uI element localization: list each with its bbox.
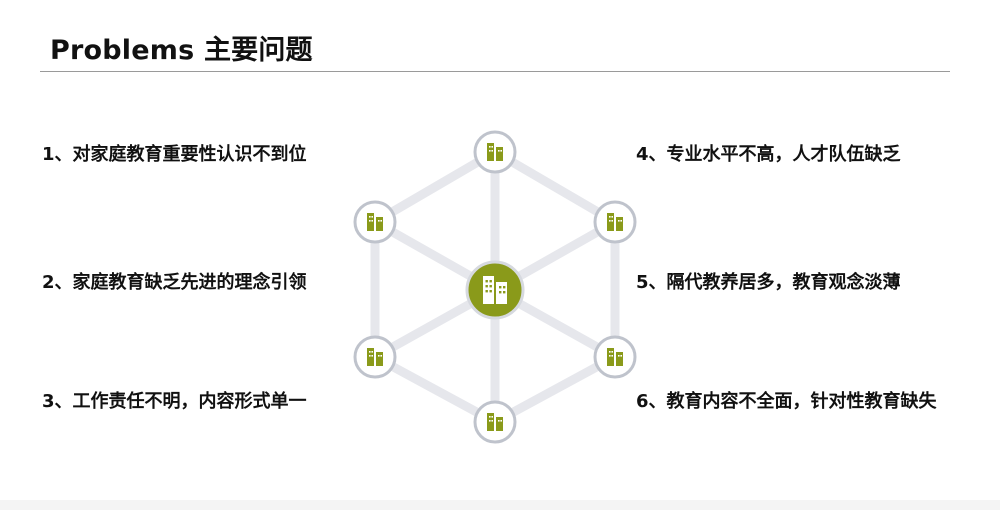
problem-label-3: 3、工作责任不明，内容形式单一 [42, 391, 307, 412]
node-upper-right [593, 200, 637, 244]
page-title: Problems 主要问题 [50, 35, 313, 66]
node-bottom [473, 400, 517, 444]
building-icon [487, 143, 503, 161]
node-lower-right [593, 335, 637, 379]
problem-label-5: 5、隔代教养居多，教育观念淡薄 [636, 272, 901, 293]
building-icon [607, 348, 623, 366]
problem-label-1: 1、对家庭教育重要性认识不到位 [42, 144, 307, 165]
problem-label-6: 6、教育内容不全面，针对性教育缺失 [636, 391, 937, 412]
node-lower-left [353, 335, 397, 379]
problem-label-2: 2、家庭教育缺乏先进的理念引领 [42, 272, 307, 293]
building-icon [367, 348, 383, 366]
hexagon-outline [370, 147, 620, 427]
building-icon [607, 213, 623, 231]
node-center [465, 260, 525, 320]
node-upper-left [353, 200, 397, 244]
footer-band [0, 500, 1000, 510]
problem-label-4: 4、专业水平不高，人才队伍缺乏 [636, 144, 901, 165]
building-icon [367, 213, 383, 231]
building-icon [483, 276, 507, 304]
building-icon [487, 413, 503, 431]
title-divider [40, 71, 950, 72]
node-top [473, 130, 517, 174]
